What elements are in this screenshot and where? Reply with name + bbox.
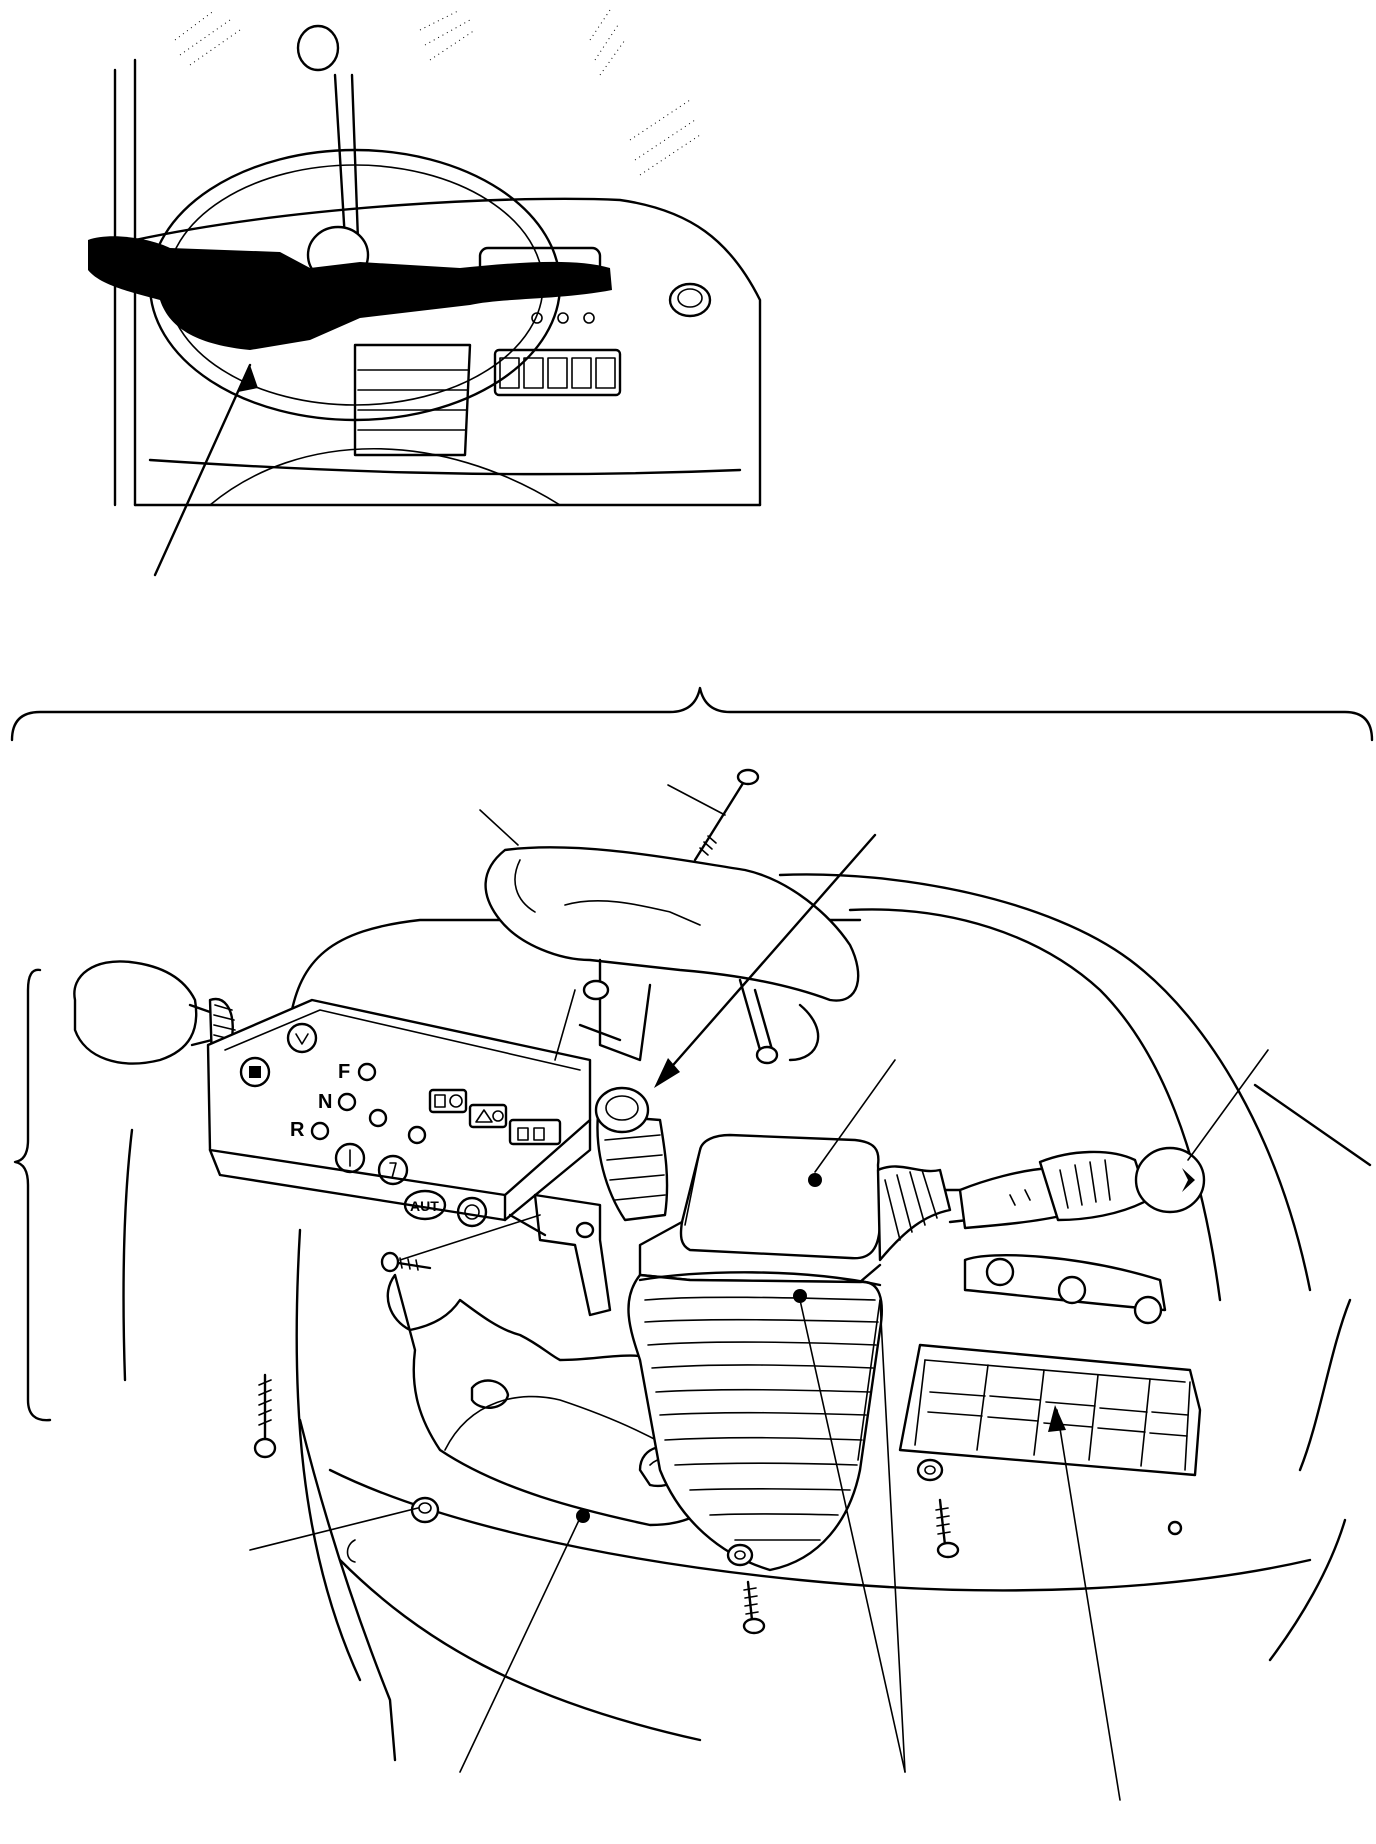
dash-switch-panel — [898, 1343, 1202, 1477]
main-exploded-view: F N R AUT — [73, 768, 1372, 1801]
dash-hook — [346, 1539, 356, 1563]
dash-edge-leg — [298, 1418, 397, 1762]
leader-switch-panel-arrow — [1048, 1405, 1066, 1432]
leader-bellows-3 — [879, 1299, 906, 1773]
lower-left-screw — [253, 1373, 277, 1459]
pedal-button — [377, 1154, 409, 1186]
dash-edge-corner — [1268, 1518, 1347, 1662]
long-screw — [693, 768, 760, 862]
column-bellows — [627, 1271, 883, 1572]
v-button — [286, 1022, 318, 1054]
window-stipple — [174, 9, 701, 176]
dash-edge-left — [295, 1228, 362, 1682]
leader-nut — [249, 1507, 419, 1551]
callout-arrowhead — [238, 365, 258, 392]
leader-long-screw — [667, 784, 726, 816]
leader-column-cover — [814, 1059, 896, 1173]
column-boot-inset — [353, 343, 472, 457]
reverse-lamp — [310, 1121, 330, 1141]
gear-display — [508, 1118, 562, 1146]
dash-edge-inner — [848, 908, 1222, 1302]
push-button — [668, 282, 712, 318]
callout-leaders — [249, 784, 1269, 1801]
indicator-lamp — [557, 312, 569, 324]
washer-screw-2 — [916, 1458, 960, 1559]
gear-lever-knob — [296, 24, 340, 72]
right-bellows — [876, 1165, 970, 1262]
mounting-bracket — [508, 1193, 612, 1317]
dash-edge-top-right — [778, 873, 1312, 1292]
leader-upper-shroud — [479, 809, 519, 846]
leader-switch-panel — [1056, 1409, 1121, 1801]
warning-display-2 — [468, 1103, 508, 1129]
indicator-lamp — [368, 1108, 388, 1128]
leader-lower-shroud — [459, 1517, 581, 1773]
forward-label: F — [338, 1061, 350, 1083]
leader-stalk-switch — [1187, 1049, 1269, 1161]
dash-edge-right — [1253, 1083, 1372, 1167]
mode-button — [239, 1056, 271, 1088]
reset-button — [456, 1196, 488, 1228]
warning-display-1 — [428, 1088, 468, 1114]
leader-bellows-2 — [857, 1299, 881, 1461]
dash-edge-far-right — [1298, 1298, 1352, 1472]
dash-edge-lower — [328, 1468, 1312, 1592]
rocker-switch-bank — [493, 348, 622, 397]
column-lever — [594, 833, 877, 1222]
forward-lamp — [357, 1062, 377, 1082]
dash-edge-upper — [288, 918, 862, 1022]
right-stalk-switch — [958, 1146, 1206, 1230]
auto-button — [403, 1189, 447, 1221]
section-brace — [10, 686, 1374, 742]
highlighted-control-unit — [88, 236, 612, 350]
push-button-face — [677, 288, 703, 308]
group-brace — [13, 968, 134, 1422]
leader-bellows — [799, 1299, 906, 1773]
auto-label: AUT — [410, 1198, 439, 1214]
indicator-lamp — [583, 312, 595, 324]
module-bolt — [380, 1251, 432, 1273]
dashboard-contour — [133, 197, 762, 507]
indicator-lamp — [407, 1125, 427, 1145]
dashboard-lower-edge — [148, 458, 742, 476]
leader-bolt — [399, 1214, 541, 1261]
dash-rivet — [1167, 1520, 1183, 1536]
leader-shroud-pin — [554, 989, 576, 1061]
inset-steering-view — [88, 9, 762, 577]
dashboard-arch — [209, 447, 561, 506]
gear-lever-shaft — [333, 73, 360, 242]
module-controls: F N R AUT — [239, 1022, 562, 1228]
selector-control-module — [206, 998, 592, 1222]
upper-shroud — [484, 846, 860, 1065]
shroud-nut — [410, 1496, 440, 1524]
dash-lamps — [963, 1253, 1167, 1325]
info-button — [334, 1142, 366, 1174]
indicator-lamp — [531, 312, 543, 324]
callout-leader — [153, 363, 252, 577]
reverse-label: R — [290, 1119, 305, 1141]
dash-edge-bottom — [338, 1558, 702, 1742]
washer-screw-1 — [726, 1543, 766, 1635]
neutral-lamp — [337, 1092, 357, 1112]
instrument-cluster — [478, 246, 602, 280]
column-cover — [638, 1133, 882, 1284]
neutral-label: N — [318, 1091, 332, 1113]
